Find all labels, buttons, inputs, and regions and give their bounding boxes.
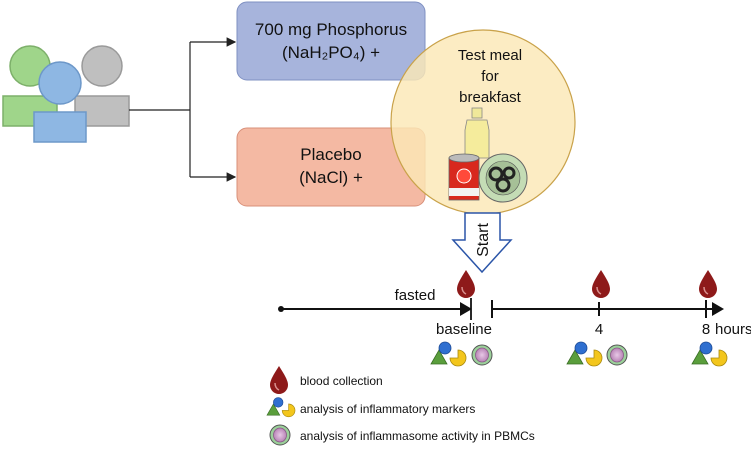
legend-blood-drop-icon	[269, 365, 289, 395]
pbmc-cell-icon	[606, 344, 628, 366]
timeline: fasted baseline 4 8 hours	[278, 287, 751, 338]
tomato-can-icon	[448, 153, 480, 201]
phosphorus-line2: (NaH₂PO₄) +	[282, 43, 380, 62]
legend-pbmc-cell-icon	[269, 424, 291, 446]
placebo-line2: (NaCl) +	[299, 168, 363, 187]
test-meal-line2: for	[481, 68, 499, 85]
test-meal-line1: Test meal	[458, 47, 522, 64]
legend-label-blood: blood collection	[300, 374, 383, 388]
inflammatory-markers-icon	[430, 341, 467, 367]
juice-bottle-icon	[464, 107, 490, 159]
legend-label-markers: analysis of inflammatory markers	[300, 402, 475, 416]
branch-arrows	[129, 37, 237, 182]
timepoint-4: 4	[595, 321, 603, 338]
legend-markers-icon	[266, 397, 296, 418]
blood-drop-icon	[591, 269, 611, 299]
placebo-line1: Placebo	[300, 145, 361, 164]
inflammatory-markers-icon	[691, 341, 728, 367]
placebo-box: Placebo (NaCl) +	[236, 127, 426, 207]
participants-icon	[2, 45, 130, 143]
fasted-label: fasted	[395, 287, 436, 304]
blood-drop-icon	[698, 269, 718, 299]
start-arrow: Start	[451, 212, 513, 274]
time-unit-label: hours	[715, 321, 751, 338]
start-label: Start	[475, 223, 492, 257]
legend: blood collection analysis of inflammator…	[266, 365, 535, 446]
timepoint-8: 8	[702, 321, 710, 338]
inflammatory-markers-icon	[566, 341, 603, 367]
food-plate-icon	[478, 153, 528, 203]
blood-drop-icon	[456, 269, 476, 299]
phosphorus-box: 700 mg Phosphorus (NaH₂PO₄) +	[236, 1, 426, 81]
test-meal-line3: breakfast	[459, 89, 522, 106]
timepoint-baseline: baseline	[436, 321, 492, 338]
legend-label-pbmc: analysis of inflammasome activity in PBM…	[300, 429, 535, 443]
phosphorus-line1: 700 mg Phosphorus	[255, 20, 407, 39]
pbmc-cell-icon	[471, 344, 493, 366]
